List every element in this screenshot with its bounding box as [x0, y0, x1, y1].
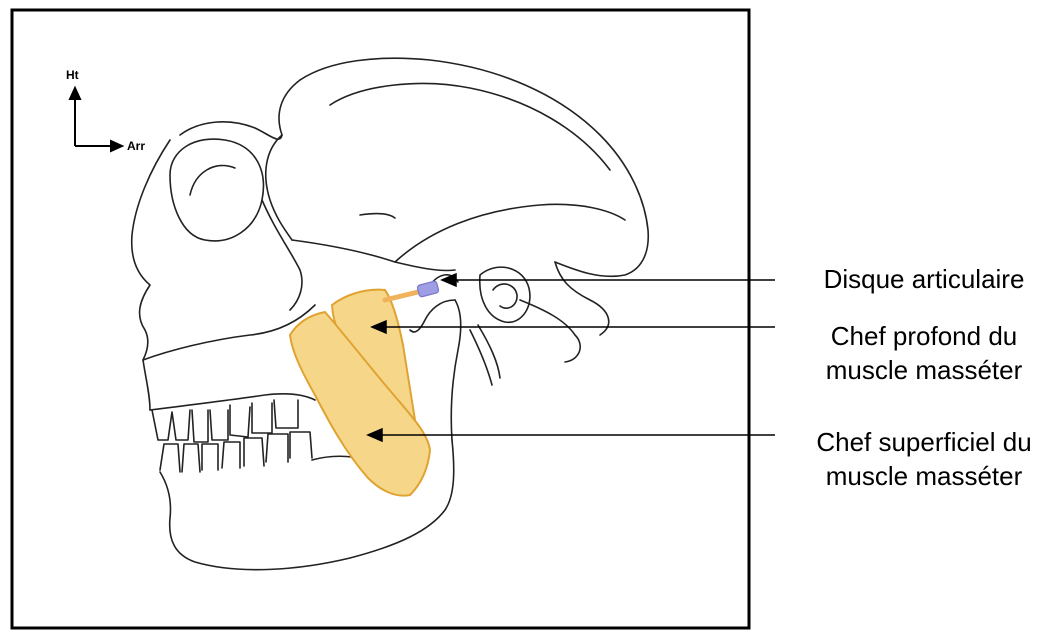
label-articular-disc: Disque articulaire	[790, 262, 1058, 296]
label-deep-line1: Chef profond du	[790, 319, 1058, 353]
leader-lines	[368, 274, 775, 441]
label-deep-line2: muscle masséter	[790, 353, 1058, 387]
articular-disc	[417, 281, 439, 298]
orientation-indicator	[70, 88, 122, 151]
label-disc-text: Disque articulaire	[824, 264, 1025, 294]
label-superficial-line2: muscle masséter	[790, 459, 1058, 493]
label-superficial-head: Chef superficiel du muscle masséter	[790, 425, 1058, 493]
label-superficial-line1: Chef superficiel du	[790, 425, 1058, 459]
label-deep-head: Chef profond du muscle masséter	[790, 319, 1058, 387]
back-axis-label: Arr	[127, 139, 145, 153]
tendon	[385, 292, 418, 300]
up-axis-label: Ht	[66, 68, 79, 82]
